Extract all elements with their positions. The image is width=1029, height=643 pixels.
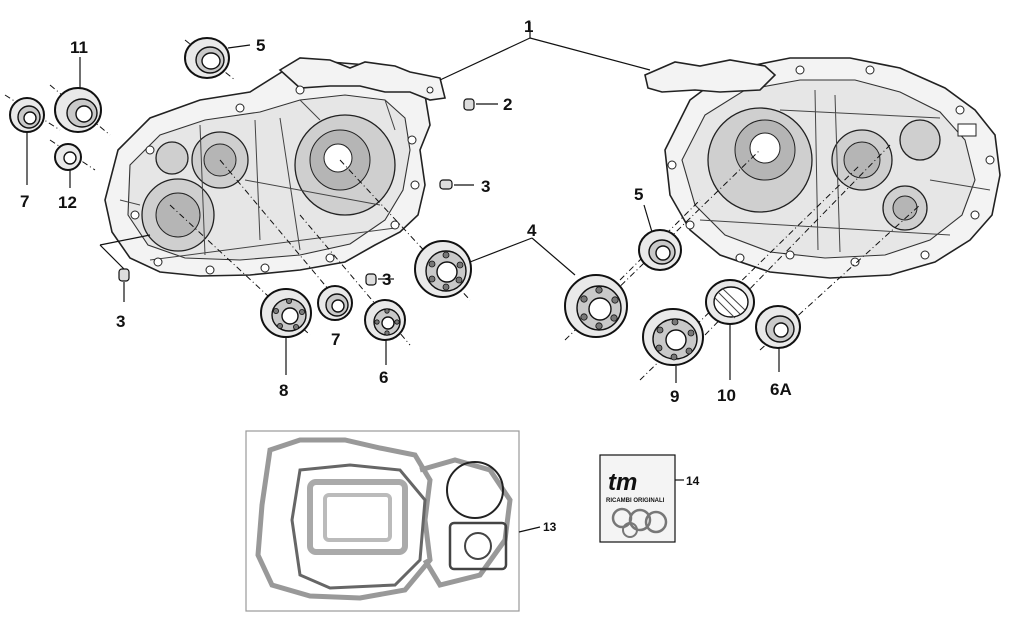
pin-part-3-top: [439, 179, 453, 190]
label-5-right: 5: [634, 185, 643, 204]
label-14: 14: [686, 474, 700, 488]
seal-12: [54, 143, 82, 188]
bearing-9: [642, 308, 704, 383]
bearing-5-right: [638, 204, 682, 271]
label-3-mid: 3: [382, 270, 391, 289]
needle-bearing-10: [705, 279, 755, 380]
label-6: 6: [379, 368, 388, 387]
gasket-kit-frame: [245, 430, 520, 612]
tm-logo: tm: [608, 469, 637, 496]
left-crankcase-half: [104, 57, 446, 277]
bearing-4-left: [414, 240, 472, 298]
bearing-6: [364, 299, 406, 365]
kit-caption: RICAMBI ORIGINALI: [606, 498, 665, 504]
pin-part-3-left: [118, 268, 130, 282]
bearing-7-left: [9, 97, 45, 185]
bearing-11: [54, 57, 102, 133]
pin-part-3-mid: [365, 273, 377, 286]
label-1: 1: [524, 17, 533, 36]
label-12: 12: [58, 193, 77, 212]
label-8: 8: [279, 381, 288, 400]
label-2: 2: [503, 95, 512, 114]
label-9: 9: [670, 387, 679, 406]
bearing-5-left: [184, 37, 251, 79]
bearings: [9, 37, 801, 383]
pin-part-2: [463, 98, 475, 111]
bearing-6A: [755, 305, 801, 372]
seal-kit-14: [599, 454, 684, 543]
label-10: 10: [717, 386, 736, 405]
right-crankcase-half: [644, 57, 1001, 279]
bearing-4-right: [564, 274, 628, 338]
label-4: 4: [527, 221, 537, 240]
bearing-7-middle: [317, 285, 353, 321]
label-5-left: 5: [256, 36, 265, 55]
bearing-8: [260, 288, 312, 375]
label-7-middle: 7: [331, 330, 340, 349]
gasket-kit-13: [245, 430, 541, 612]
callout-labels: 1 2 3 3 3 4 5 5 6 6A 7 7 8 9 10 11 12 13…: [20, 17, 792, 534]
dowel-pins: [118, 98, 498, 302]
label-13: 13: [543, 520, 557, 534]
label-11: 11: [70, 38, 88, 57]
label-3-top: 3: [481, 177, 490, 196]
label-7-left: 7: [20, 192, 29, 211]
label-3-left: 3: [116, 312, 125, 331]
label-6A: 6A: [770, 380, 792, 399]
